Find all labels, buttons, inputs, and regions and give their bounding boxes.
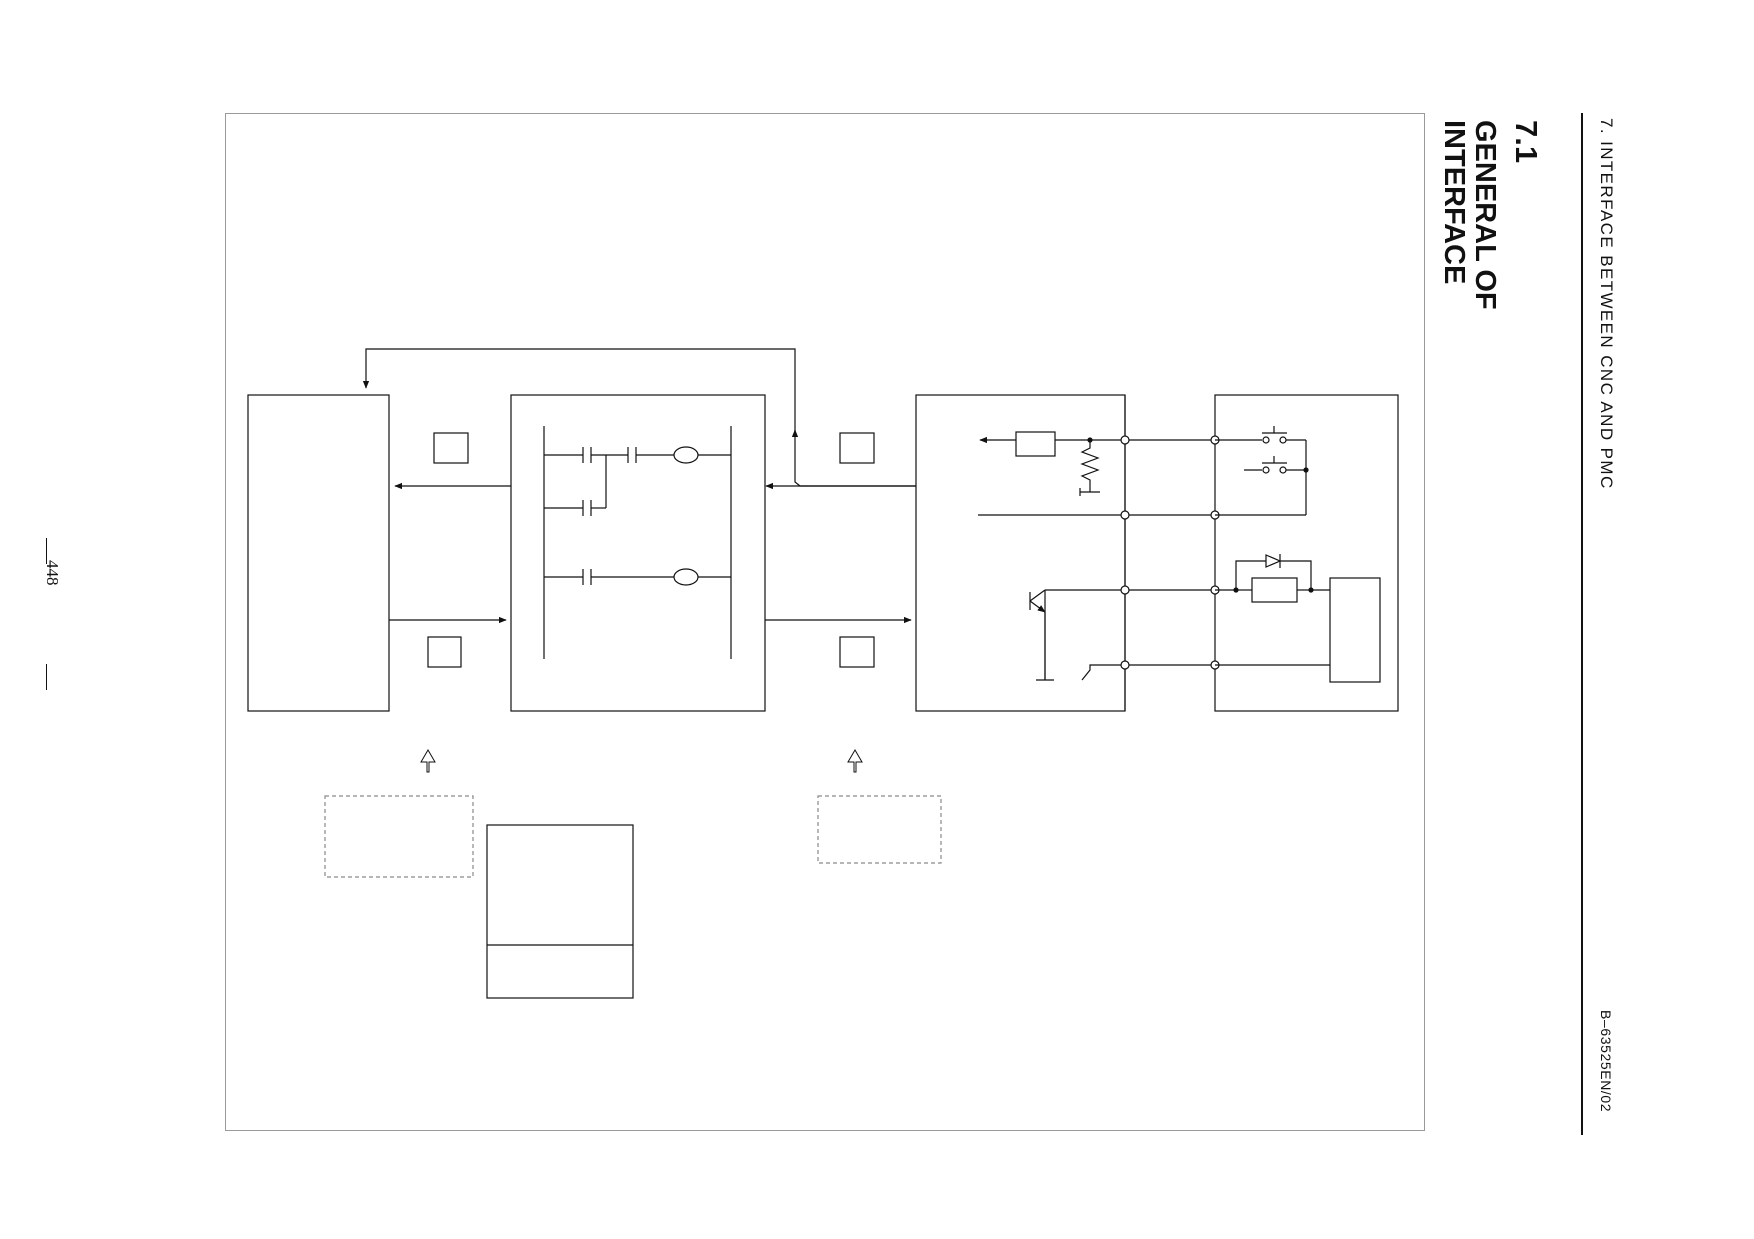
figure-frame — [225, 113, 1425, 1131]
section-title-line1: GENERAL OF — [1469, 120, 1501, 310]
address-box-y — [839, 636, 875, 668]
document-number: B–63525EN/02 — [1598, 1010, 1614, 1113]
page-number-dash-bottom — [46, 664, 47, 690]
machine-side-block — [1214, 394, 1399, 712]
address-box-x — [839, 432, 875, 464]
section-title-line2: INTERFACE — [1438, 120, 1470, 285]
ladder-diagram — [543, 426, 732, 659]
dashed-note-right — [817, 795, 942, 864]
running-head: 7. INTERFACE BETWEEN CNC AND PMC — [1597, 118, 1616, 490]
feedback-path — [794, 432, 916, 487]
machine-switches — [1215, 426, 1309, 516]
input-receiver-circuit — [978, 431, 1125, 516]
pmc-block — [510, 394, 766, 712]
address-box-f — [433, 432, 469, 464]
dashed-note-left — [324, 795, 474, 878]
header-rule — [1581, 113, 1583, 1135]
cnc-block — [247, 394, 390, 712]
hollow-arrow-left — [420, 749, 436, 773]
hollow-arrow-right — [847, 749, 863, 773]
terminal-circles — [1120, 435, 1220, 670]
output-driver-circuit — [1029, 589, 1125, 681]
page-number-dash-top — [46, 538, 47, 564]
feedback-line-top — [362, 348, 796, 432]
address-box-g — [427, 636, 462, 668]
page-number: 448 — [43, 560, 62, 586]
machine-interface-block — [915, 394, 1126, 712]
section-number: 7.1 — [1509, 120, 1544, 164]
legend-box — [486, 824, 634, 999]
machine-relay-load — [1215, 554, 1381, 683]
